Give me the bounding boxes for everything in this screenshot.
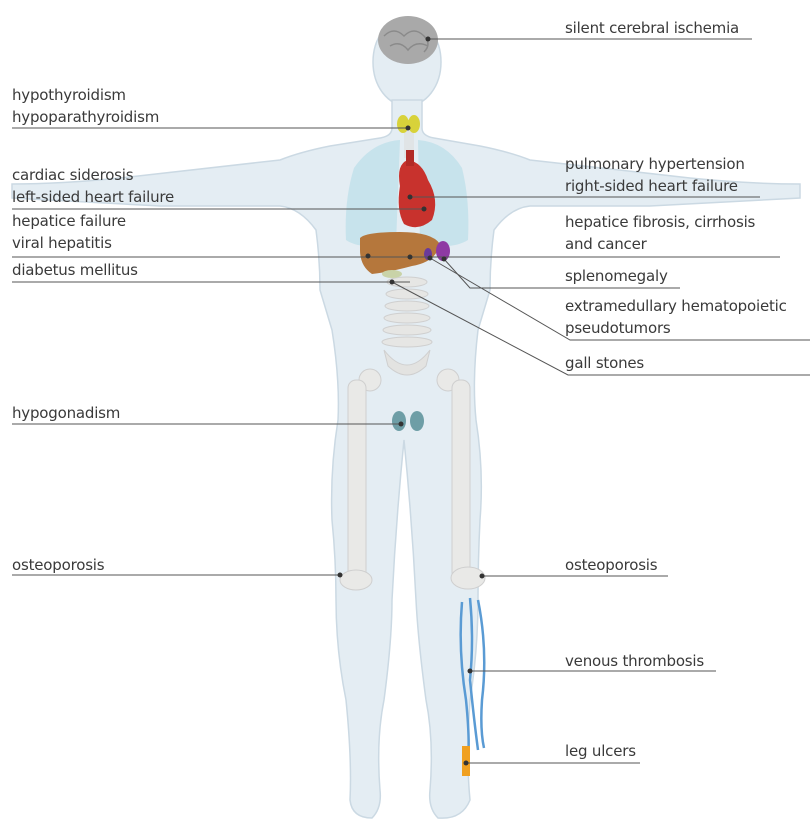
label-osteoporosis-right: osteoporosis [565,554,657,576]
label-silent-cerebral-ischemia: silent cerebral ischemia [565,17,739,39]
vein-dot [468,669,473,674]
hematopoietic-dot [428,256,433,261]
label-splenomegaly: splenomegaly [565,265,668,287]
label-hepatice-fibrosis: hepatice fibrosis, cirrhosis [565,211,755,233]
label-left-sided-heart-failure: left-sided heart failure [12,186,174,208]
label-pseudotumors: pseudotumors [565,317,671,339]
spleen-dot [442,257,447,262]
label-pulmonary-hypertension: pulmonary hypertension [565,153,745,175]
label-gall-stones: gall stones [565,352,644,374]
ulcer-dot [464,761,469,766]
label-cardiac-siderosis: cardiac siderosis [12,164,133,186]
gallbladder-dot [390,280,395,285]
label-viral-hepatitis: viral hepatitis [12,232,112,254]
label-osteoporosis-left: osteoporosis [12,554,104,576]
femur-left-dot [338,573,343,578]
heart-right-dot [408,195,413,200]
label-right-sided-heart-failure: right-sided heart failure [565,175,738,197]
liver-right-dot [408,255,413,260]
brain-dot [426,37,431,42]
label-and-cancer: and cancer [565,233,647,255]
thyroid-dot [406,126,411,131]
gonad-dot [399,422,404,427]
pancreas [382,270,402,278]
label-hypogonadism: hypogonadism [12,402,120,424]
liver-left-dot [366,254,371,259]
label-hepatice-failure: hepatice failure [12,210,126,232]
label-hypothyroidism: hypothyroidism [12,84,126,106]
heart-dot [422,207,427,212]
femur-right-dot [480,574,485,579]
label-leg-ulcers: leg ulcers [565,740,636,762]
label-venous-thrombosis: venous thrombosis [565,650,704,672]
label-hypoparathyroidism: hypoparathyroidism [12,106,159,128]
label-extramedullary-hematopoietic: extramedullary hematopoietic [565,295,787,317]
label-diabetus-mellitus: diabetus mellitus [12,259,138,281]
